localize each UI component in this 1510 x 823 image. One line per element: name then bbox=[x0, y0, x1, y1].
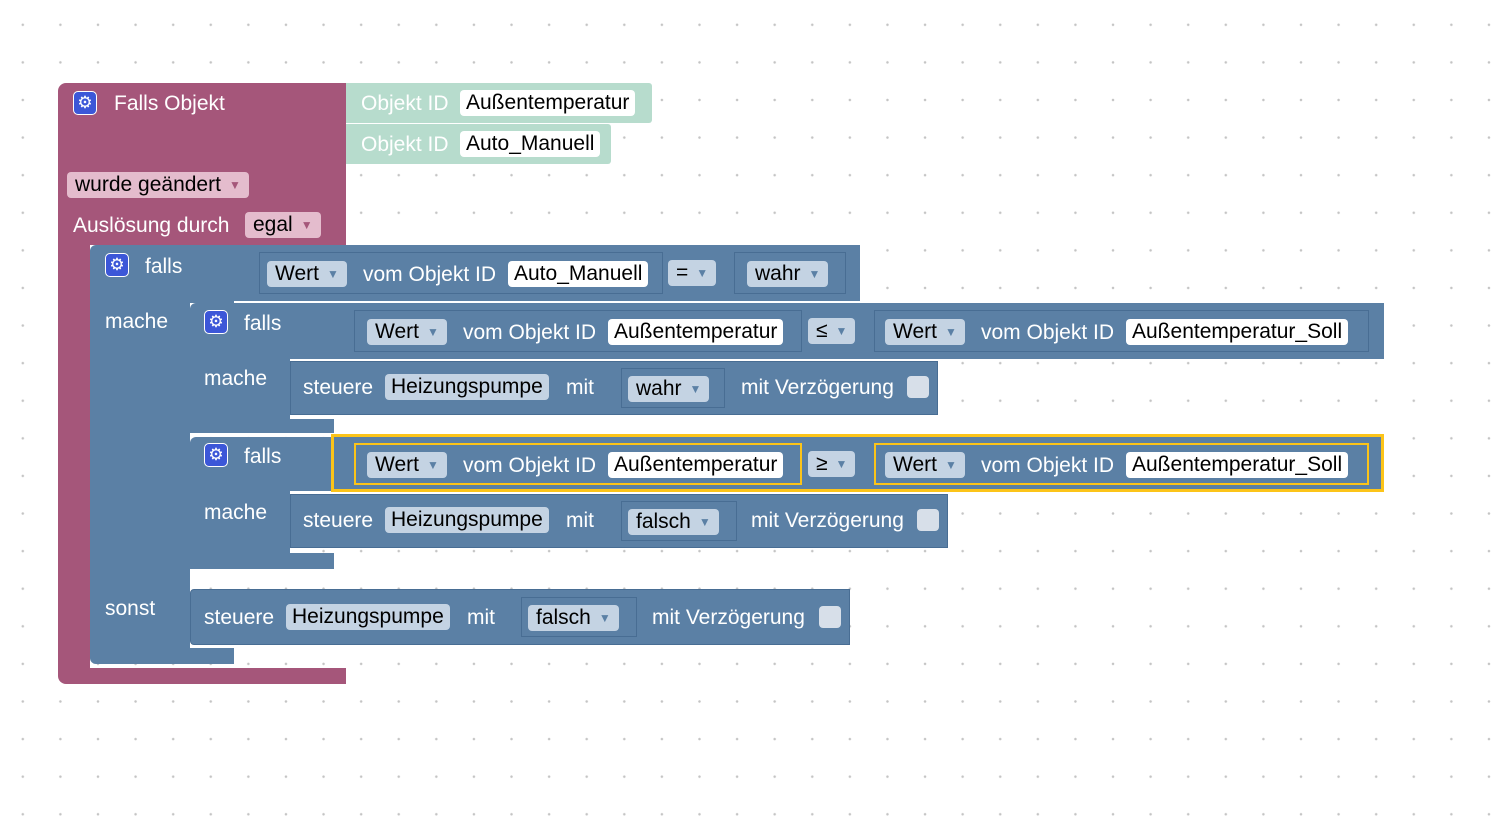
boolean-block[interactable]: wahr▼ bbox=[734, 252, 846, 294]
with-label: mit bbox=[467, 606, 495, 629]
delay-label: mit Verzögerung bbox=[751, 509, 904, 532]
with-label: mit bbox=[566, 376, 594, 399]
control-block[interactable]: steuere Heizungspumpe mit wahr▼ mit Verz… bbox=[290, 361, 938, 415]
object-id-label: vom Objekt ID bbox=[981, 454, 1115, 477]
dropdown-arrow-icon: ▼ bbox=[698, 515, 711, 529]
do-label: mache bbox=[105, 310, 169, 333]
get-value-block[interactable]: Wert▼ vom Objekt ID Außentemperatur_Soll bbox=[874, 310, 1369, 352]
device-field-heizungspumpe[interactable]: Heizungspumpe bbox=[385, 374, 549, 400]
object-id-label: vom Objekt ID bbox=[981, 321, 1115, 344]
delay-checkbox[interactable] bbox=[917, 509, 939, 531]
object-id-field-aussentemperatur[interactable]: Außentemperatur bbox=[608, 452, 784, 478]
trigger-title: Falls Objekt bbox=[114, 92, 225, 115]
get-value-block[interactable]: Wert▼ vom Objekt ID Außentemperatur bbox=[354, 310, 802, 352]
dropdown-arrow-icon: ▼ bbox=[228, 178, 241, 192]
object-id-label: Objekt ID bbox=[361, 133, 449, 156]
dropdown-arrow-icon: ▼ bbox=[300, 218, 313, 232]
operator-dropdown[interactable]: ≤▼ bbox=[808, 318, 856, 344]
gear-icon[interactable]: ⚙ bbox=[73, 91, 97, 115]
control-block[interactable]: steuere Heizungspumpe mit falsch▼ mit Ve… bbox=[290, 494, 948, 548]
if-label: falls bbox=[145, 255, 183, 278]
object-id-label: vom Objekt ID bbox=[463, 454, 597, 477]
object-id-field-aussentemperatur-soll[interactable]: Außentemperatur_Soll bbox=[1126, 319, 1349, 345]
object-id-field-auto-manuell[interactable]: Auto_Manuell bbox=[460, 131, 601, 157]
dropdown-arrow-icon: ▼ bbox=[598, 611, 611, 625]
if-label: falls bbox=[244, 445, 282, 468]
delay-checkbox[interactable] bbox=[907, 376, 929, 398]
operator-dropdown[interactable]: =▼ bbox=[668, 260, 717, 286]
device-field-heizungspumpe[interactable]: Heizungspumpe bbox=[286, 604, 450, 630]
operator-dropdown[interactable]: ≥▼ bbox=[808, 451, 856, 477]
dropdown-arrow-icon: ▼ bbox=[944, 458, 957, 472]
selection-highlight bbox=[331, 434, 1384, 492]
do-label: mache bbox=[204, 367, 268, 390]
boolean-block[interactable]: wahr▼ bbox=[621, 368, 725, 408]
get-value-block[interactable]: Wert▼ vom Objekt ID Auto_Manuell bbox=[259, 252, 663, 294]
dropdown-arrow-icon: ▼ bbox=[696, 266, 709, 280]
gear-icon[interactable]: ⚙ bbox=[204, 443, 228, 467]
dropdown-arrow-icon: ▼ bbox=[808, 267, 821, 281]
value-type-dropdown[interactable]: Wert▼ bbox=[267, 261, 347, 287]
boolean-dropdown[interactable]: wahr▼ bbox=[747, 261, 829, 287]
trigger-source-dropdown[interactable]: egal▼ bbox=[245, 212, 321, 238]
boolean-dropdown[interactable]: falsch▼ bbox=[528, 605, 619, 631]
do-label: mache bbox=[204, 501, 268, 524]
dropdown-arrow-icon: ▼ bbox=[426, 325, 439, 339]
get-value-block[interactable]: Wert▼ vom Objekt ID Außentemperatur bbox=[354, 443, 802, 485]
boolean-dropdown[interactable]: wahr▼ bbox=[628, 376, 710, 402]
dropdown-arrow-icon: ▼ bbox=[326, 267, 339, 281]
get-value-block[interactable]: Wert▼ vom Objekt ID Außentemperatur_Soll bbox=[874, 443, 1369, 485]
selection-highlight bbox=[354, 443, 802, 485]
control-label: steuere bbox=[303, 376, 374, 399]
compare-block[interactable]: Wert▼ vom Objekt ID Außentemperatur ≤▼ W… bbox=[334, 303, 1384, 359]
if-label: falls bbox=[244, 312, 282, 335]
object-id-label: Objekt ID bbox=[361, 92, 449, 115]
object-id-field-aussentemperatur-soll[interactable]: Außentemperatur_Soll bbox=[1126, 452, 1349, 478]
compare-block[interactable]: Wert▼ vom Objekt ID Auto_Manuell =▼ wahr… bbox=[234, 245, 860, 301]
trigger-source-label: Auslösung durch bbox=[73, 214, 230, 237]
dropdown-arrow-icon: ▼ bbox=[689, 382, 702, 396]
control-label: steuere bbox=[204, 606, 275, 629]
boolean-block[interactable]: falsch▼ bbox=[521, 597, 637, 637]
dropdown-arrow-icon: ▼ bbox=[944, 325, 957, 339]
delay-label: mit Verzögerung bbox=[652, 606, 805, 629]
object-id-label: vom Objekt ID bbox=[463, 321, 597, 344]
value-type-dropdown[interactable]: Wert▼ bbox=[885, 319, 965, 345]
object-id-field-aussentemperatur[interactable]: Außentemperatur bbox=[608, 319, 784, 345]
value-type-dropdown[interactable]: Wert▼ bbox=[885, 452, 965, 478]
selection-highlight bbox=[874, 443, 1369, 485]
boolean-block[interactable]: falsch▼ bbox=[621, 501, 737, 541]
device-field-heizungspumpe[interactable]: Heizungspumpe bbox=[385, 507, 549, 533]
dropdown-arrow-icon: ▼ bbox=[835, 457, 848, 471]
object-id-field-aussentemperatur[interactable]: Außentemperatur bbox=[460, 90, 636, 116]
object-id-field-auto-manuell[interactable]: Auto_Manuell bbox=[508, 261, 649, 287]
gear-icon[interactable]: ⚙ bbox=[204, 310, 228, 334]
compare-block-selected[interactable]: Wert▼ vom Objekt ID Außentemperatur ≥▼ W… bbox=[331, 434, 1384, 492]
else-label: sonst bbox=[105, 597, 156, 620]
boolean-dropdown[interactable]: falsch▼ bbox=[628, 509, 719, 535]
value-type-dropdown[interactable]: Wert▼ bbox=[367, 319, 447, 345]
dropdown-arrow-icon: ▼ bbox=[426, 458, 439, 472]
control-label: steuere bbox=[303, 509, 374, 532]
else-control-block[interactable]: steuere Heizungspumpe mit falsch▼ mit Ve… bbox=[190, 589, 850, 645]
condition-dropdown[interactable]: wurde geändert▼ bbox=[67, 172, 249, 198]
dropdown-arrow-icon: ▼ bbox=[835, 324, 848, 338]
delay-label: mit Verzögerung bbox=[741, 376, 894, 399]
gear-icon[interactable]: ⚙ bbox=[105, 253, 129, 277]
object-id-block-1[interactable]: Objekt ID Außentemperatur bbox=[346, 83, 652, 123]
value-type-dropdown[interactable]: Wert▼ bbox=[367, 452, 447, 478]
delay-checkbox[interactable] bbox=[819, 606, 841, 628]
with-label: mit bbox=[566, 509, 594, 532]
object-id-block-2[interactable]: Objekt ID Auto_Manuell bbox=[346, 124, 611, 164]
object-id-label: vom Objekt ID bbox=[363, 263, 497, 286]
